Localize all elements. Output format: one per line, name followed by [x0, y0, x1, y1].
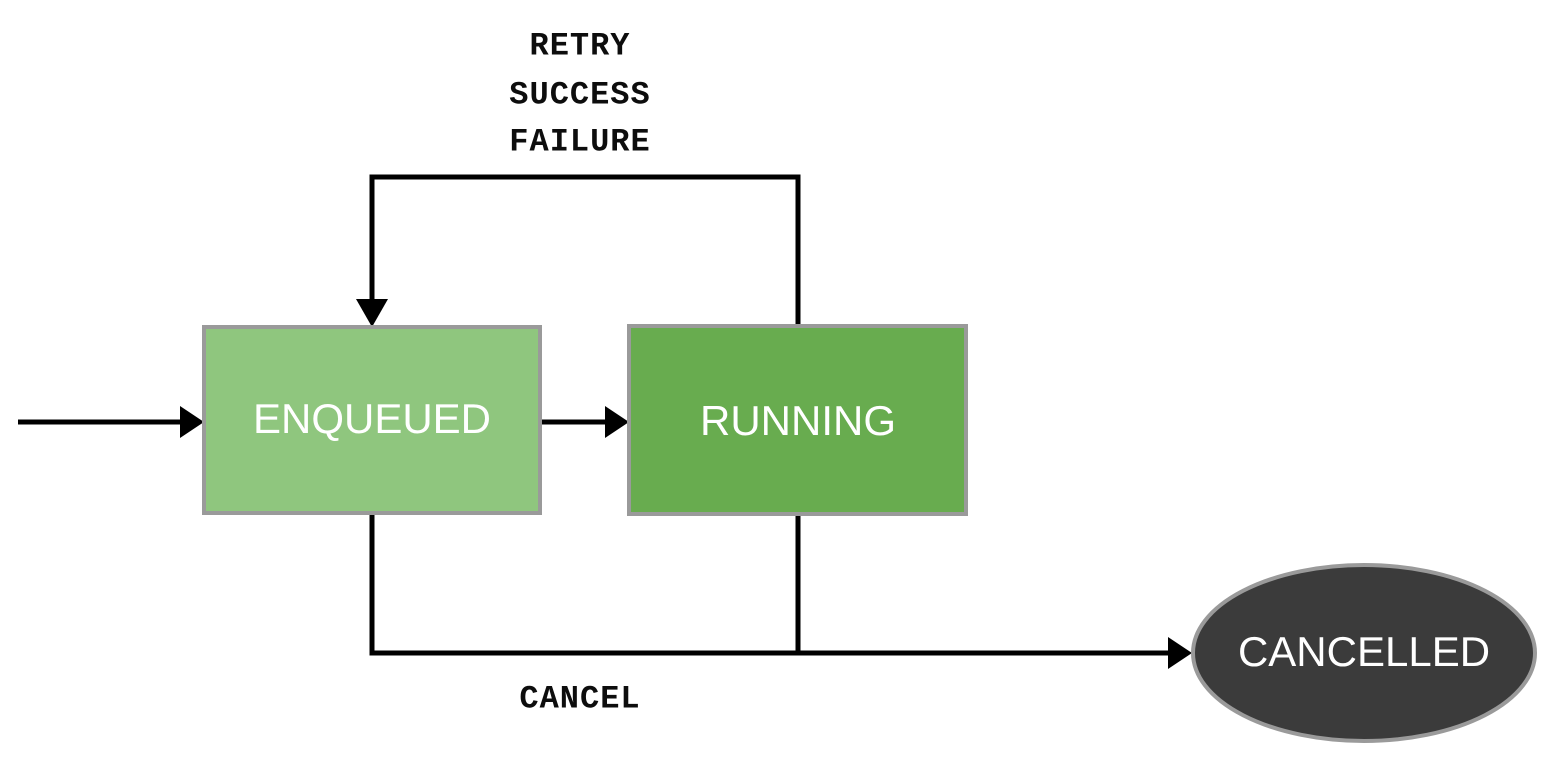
- edge-enqueued-to-cancelled: [369, 513, 1192, 669]
- node-running-shape[interactable]: [627, 324, 968, 516]
- edge-enqueued-to-running: [540, 406, 629, 438]
- edge-running-to-enqueued-line: [369, 174, 801, 326]
- edge-label-success: SUCCESS: [509, 76, 650, 113]
- node-running-label: RUNNING: [700, 397, 896, 444]
- edge-start-to-enqueued: [18, 406, 204, 438]
- node-cancelled-label: CANCELLED: [1238, 628, 1490, 675]
- node-cancelled-shape[interactable]: [1191, 563, 1537, 743]
- node-enqueued-shape[interactable]: [202, 325, 542, 515]
- edge-label-failure: FAILURE: [509, 123, 650, 160]
- edge-label-group-cancel: CANCEL: [519, 680, 640, 717]
- edge-enqueued-to-cancelled-line: [369, 513, 1168, 656]
- edge-label-group-retry-success-failure: RETRY SUCCESS FAILURE: [509, 27, 650, 160]
- node-running[interactable]: RUNNING: [627, 324, 968, 516]
- edge-enqueued-to-cancelled-arrowhead: [1168, 637, 1192, 669]
- edge-running-to-enqueued: [356, 174, 801, 327]
- node-cancelled[interactable]: CANCELLED: [1191, 563, 1537, 743]
- edge-start-to-enqueued-arrowhead: [180, 406, 204, 438]
- edge-label-retry: RETRY: [529, 27, 630, 64]
- edge-label-cancel: CANCEL: [519, 680, 640, 717]
- edge-enqueued-to-running-arrowhead: [605, 406, 629, 438]
- edge-running-to-enqueued-arrowhead: [356, 299, 388, 327]
- node-enqueued-label: ENQUEUED: [253, 395, 491, 442]
- node-enqueued[interactable]: ENQUEUED: [202, 325, 542, 515]
